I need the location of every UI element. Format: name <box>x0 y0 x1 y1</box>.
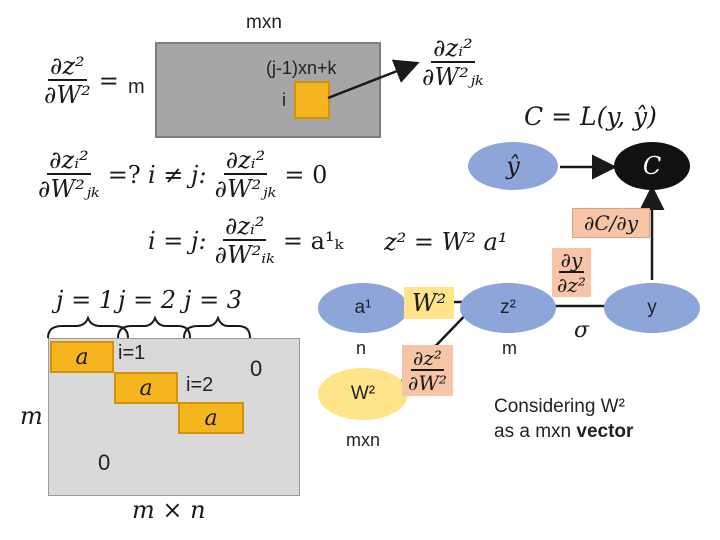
eq4-cond: i = j: <box>148 226 207 255</box>
W2-dim-label: mxn <box>346 430 381 450</box>
z2-node: z² <box>460 283 556 333</box>
zero-upper: 0 <box>250 356 263 381</box>
element-index-label: (j-1)xn+k <box>266 58 337 78</box>
eq-i-neq-j: i ≠ j: ∂zᵢ²∂W²ⱼₖ = 0 <box>148 148 333 201</box>
a1-node: a¹ <box>318 283 408 333</box>
eq2-den: ∂W²ⱼₖ <box>38 175 100 203</box>
bottom-matrix-rows-label: m <box>20 402 43 430</box>
cell-row2: a <box>114 372 178 404</box>
z2-dim-label: m <box>502 338 517 358</box>
bottom-matrix-size-label: m × n <box>132 496 206 524</box>
layer-equation: z² = W² a¹ <box>384 228 508 256</box>
top-matrix <box>155 42 381 138</box>
dz-dW-box: ∂z²∂W² <box>402 345 453 396</box>
eq3-num: ∂zᵢ² <box>223 146 268 175</box>
cell-row3: a <box>178 402 244 434</box>
arrow-element-to-derivative <box>327 59 420 100</box>
eq4-rhs: = a¹ₖ <box>282 226 344 255</box>
row1-label: i=1 <box>118 342 146 364</box>
brace-j3 <box>183 316 251 339</box>
row2-label: i=2 <box>186 374 214 396</box>
dC-dy-box: ∂C/∂y <box>572 208 650 238</box>
dy-dz-box: ∂y∂z² <box>552 248 591 297</box>
sigma-label: σ <box>574 318 590 343</box>
target-num: ∂zᵢ² <box>431 34 475 63</box>
eq1-equals: = <box>98 66 119 95</box>
eq-i-eq-j: i = j: ∂zᵢ²∂W²ᵢₖ = a¹ₖ <box>148 214 349 267</box>
note-text: Considering W² as a mxn vector <box>494 394 633 444</box>
eq-dz-dW: ∂z²∂W² = <box>42 54 125 107</box>
j2-label: j = 2 <box>118 286 177 314</box>
dy-den: ∂z² <box>557 273 586 297</box>
selected-element <box>294 81 330 119</box>
eq-target-derivative: ∂zᵢ²∂W²ⱼₖ <box>420 36 486 89</box>
eq1-den: ∂W² <box>44 81 91 109</box>
zero-lower: 0 <box>98 450 111 475</box>
eq3-den: ∂W²ⱼₖ <box>214 175 277 203</box>
brace-j1 <box>47 316 129 339</box>
W2-node: W² <box>318 368 408 420</box>
j-braces <box>47 316 251 339</box>
j1-label: j = 1 <box>56 286 115 314</box>
target-den: ∂W²ⱼₖ <box>422 63 484 91</box>
eq3-rhs: = 0 <box>284 160 328 189</box>
loss-equation: C = L(y, ŷ) <box>524 102 657 131</box>
dz-num: ∂z² <box>411 346 444 371</box>
dz-den: ∂W² <box>408 371 447 395</box>
j3-label: j = 3 <box>184 286 243 314</box>
note-line1: Considering W² <box>494 396 625 417</box>
eq3-cond: i ≠ j: <box>148 160 207 189</box>
note-line2-bold: vector <box>576 421 634 442</box>
cost-node: C <box>614 142 690 190</box>
note-line2-prefix: as a mxn <box>494 421 577 442</box>
W2-weight-box: W² <box>404 287 454 319</box>
top-matrix-title: mxn <box>246 12 282 33</box>
cell-row1: a <box>50 341 114 373</box>
a1-dim-label: n <box>356 338 367 358</box>
note-line2: as a mxn vector <box>494 419 633 444</box>
eq-question: ∂zᵢ²∂W²ⱼₖ =? <box>36 148 147 201</box>
eq4-den: ∂W²ᵢₖ <box>214 241 275 269</box>
eq1-num: ∂z² <box>48 52 87 81</box>
dy-num: ∂y <box>558 248 585 273</box>
y-node: y <box>604 283 700 333</box>
yhat-node: ŷ <box>468 142 558 190</box>
eq2-num: ∂zᵢ² <box>47 146 91 175</box>
eq2-rhs: =? <box>107 160 141 189</box>
row-index-label: i <box>282 90 286 110</box>
top-matrix-rows-label: m <box>128 76 145 98</box>
eq4-num: ∂zᵢ² <box>222 212 267 241</box>
brace-j2 <box>117 316 191 339</box>
